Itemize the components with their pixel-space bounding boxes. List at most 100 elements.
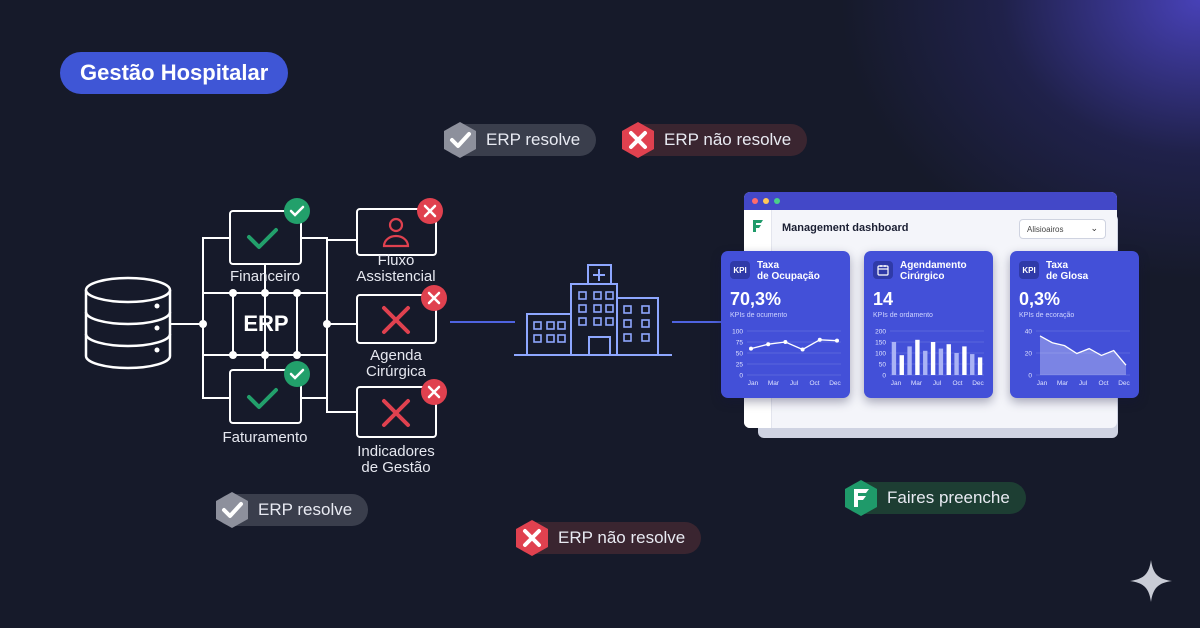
cross-icon [516,520,548,556]
indicadores-fail-badge [421,379,447,405]
indicadores-label: Indicadores de Gestão [357,443,435,476]
fluxo-label: Fluxo Assistencial [356,252,436,285]
hospital-icon [514,264,672,356]
kpi-value: 0,3% [1019,289,1061,309]
faturamento-module-box [229,361,310,424]
fluxo-fail-badge [417,198,443,224]
series-line [750,339,838,351]
kpi-badge: KPI [730,261,750,279]
financeiro-module-box [229,198,310,265]
calendar-icon [873,261,893,279]
erp-hub-label: ERP [243,311,289,336]
x-tick-label: Jan [748,380,759,387]
fluxo-module-box [356,198,443,256]
faires-label: Faires preenche [887,488,1010,507]
y-tick-label: 100 [732,329,743,336]
x-tick-label: Jul [933,380,942,387]
faires-pill: Faires preenche [845,480,1026,516]
bar [977,357,983,375]
series-line [1039,335,1127,366]
cross-icon [622,122,654,158]
bottom-resolve-label: ERP resolve [258,500,353,519]
window-minimize-dot[interactable] [763,198,769,204]
x-tick-label: Oct [952,380,962,387]
area-fill [1040,335,1126,375]
y-tick-label: 0 [1028,373,1032,380]
check-icon [444,122,476,158]
kpi-value: 14 [873,289,894,309]
bar [891,342,897,375]
y-tick-label: 150 [875,340,886,347]
data-point [749,346,753,351]
y-tick-label: 0 [882,373,886,380]
bar [970,354,975,375]
legend-resolve-label: ERP resolve [486,130,581,149]
agenda-fail-badge [421,285,447,311]
x-tick-label: Jul [1079,380,1088,387]
y-tick-label: 50 [879,362,887,369]
faires-logo-icon [845,480,877,516]
y-tick-label: 200 [875,329,886,336]
dashboard-filter-select[interactable]: Alisioairos ⌄ [1019,219,1106,239]
bar [954,353,959,375]
window-close-dot[interactable] [752,198,758,204]
sparkle-icon [1130,560,1172,602]
y-tick-label: 40 [1025,329,1033,336]
x-tick-label: Jan [1037,380,1048,387]
financeiro-ok-badge [284,198,310,224]
x-tick-label: Dec [1118,380,1130,387]
x-tick-label: Jan [891,380,902,387]
data-point [817,337,822,342]
bar [915,339,920,375]
x-tick-label: Mar [768,380,780,387]
bottom-resolve-pill: ERP resolve [216,492,369,528]
legend-nao-resolve-label: ERP não resolve [664,130,792,149]
x-tick-label: Dec [972,380,984,387]
y-tick-label: 50 [736,351,744,358]
faturamento-label: Faturamento [222,429,308,446]
legend-nao-resolve-pill: ERP não resolve [622,122,808,158]
bar [923,350,928,375]
faturamento-ok-badge [284,361,310,387]
agenda-module-box [356,285,447,344]
kpi-badge: KPI [1019,261,1039,279]
x-tick-label: Oct [1098,380,1108,387]
bar [907,346,912,375]
data-point [766,342,771,347]
faires-logo-icon [753,220,763,232]
bar [946,344,951,375]
y-tick-label: 25 [736,362,744,369]
check-icon [216,492,248,528]
x-tick-label: Oct [809,380,819,387]
x-tick-label: Dec [829,380,841,387]
financeiro-label: Financeiro [229,268,301,285]
user-icon [382,217,410,248]
kpi-subtitle: KPIs de ocumento [730,312,788,319]
data-point [800,347,805,352]
bottom-nao-resolve-label: ERP não resolve [558,528,686,547]
dashboard-title: Management dashboard [782,222,909,234]
data-point [783,340,788,344]
window-maximize-dot[interactable] [774,198,780,204]
x-tick-label: Jul [790,380,799,387]
database-icon [84,276,172,370]
bottom-nao-resolve-pill: ERP não resolve [516,520,702,556]
x-tick-label: Mar [1057,380,1069,387]
y-tick-label: 75 [736,340,744,347]
legend-resolve-pill: ERP resolve [444,122,597,158]
bar [899,355,904,375]
x-tick-label: Mar [911,380,923,387]
dashboard-titlebar [744,192,1117,210]
y-tick-label: 100 [875,351,886,358]
indicadores-module-box [356,379,447,438]
bar [930,342,936,375]
